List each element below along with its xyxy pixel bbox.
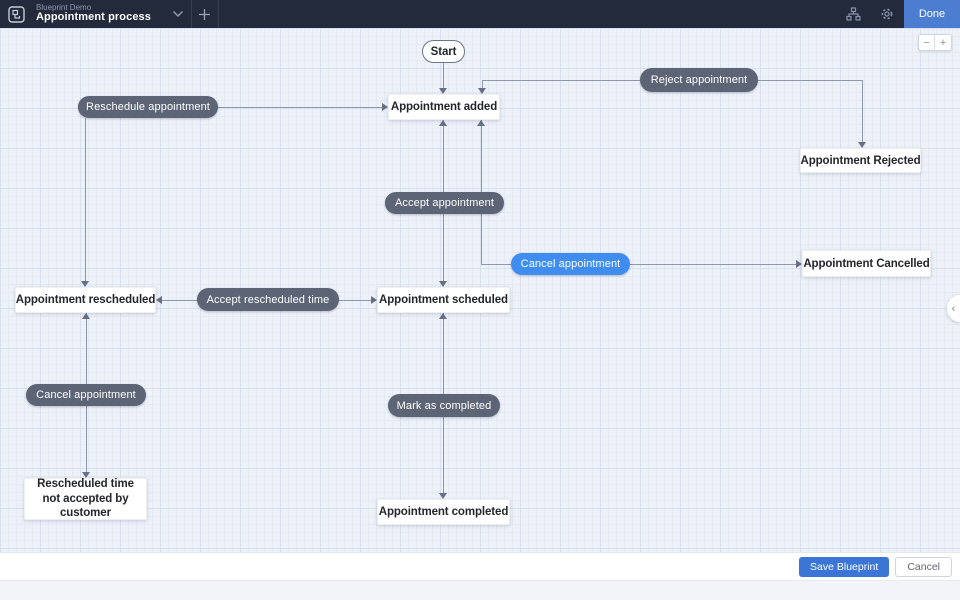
connector-line [482, 80, 640, 81]
topbar-divider [217, 0, 219, 28]
connector-line [758, 80, 862, 81]
transition-cancel-appointment[interactable]: Cancel appointment [511, 253, 630, 275]
connector-line [481, 264, 512, 265]
transition-mark-as-completed[interactable]: Mark as completed [388, 394, 500, 417]
transition-accept-appointment[interactable]: Accept appointment [385, 192, 504, 214]
panel-expand-toggle[interactable]: ‹ [947, 295, 960, 322]
arrowhead-right [796, 260, 802, 268]
add-blueprint-button[interactable] [192, 0, 218, 28]
connector-line [161, 300, 197, 301]
arrowhead-up [439, 313, 447, 319]
connector-line [482, 80, 483, 89]
transition-cancel-appointment-2[interactable]: Cancel appointment [26, 384, 146, 406]
arrowhead-up [82, 313, 90, 319]
arrowhead-down [858, 142, 866, 148]
connector-line [85, 118, 86, 282]
connector-line [862, 80, 863, 143]
state-appointment-added[interactable]: Appointment added [388, 94, 500, 120]
chevron-left-icon: ‹ [951, 302, 956, 315]
arrowhead-left [156, 296, 162, 304]
state-appointment-rejected[interactable]: Appointment Rejected [800, 148, 921, 173]
blueprint-subtitle: Blueprint Demo [36, 3, 92, 13]
page-title: Appointment process [36, 11, 151, 24]
arrowhead-down [439, 493, 447, 499]
connector-line [339, 300, 372, 301]
transition-accept-rescheduled-time[interactable]: Accept rescheduled time [197, 288, 339, 311]
arrowhead-up [439, 120, 447, 126]
gear-icon[interactable] [870, 0, 904, 28]
action-bar: Save Blueprint Cancel [0, 552, 960, 580]
arrowhead-up [477, 120, 485, 126]
arrowhead-down [478, 88, 486, 94]
cancel-button[interactable]: Cancel [895, 556, 952, 577]
chevron-down-icon[interactable] [165, 0, 191, 28]
zoom-controls: − + [918, 34, 952, 51]
state-start[interactable]: Start [422, 40, 465, 63]
arrowhead-down [439, 281, 447, 287]
state-appointment-cancelled[interactable]: Appointment Cancelled [802, 250, 931, 277]
arrowhead-right [382, 103, 388, 111]
top-bar: Blueprint Demo Appointment process [0, 0, 960, 28]
state-rescheduled-time-not-accepted[interactable]: Rescheduled time not accepted by custome… [24, 478, 147, 520]
arrowhead-down [82, 472, 90, 478]
footer-strip [0, 580, 960, 600]
save-blueprint-button[interactable]: Save Blueprint [799, 556, 890, 577]
topbar-divider [190, 0, 192, 28]
arrowhead-down [439, 88, 447, 94]
arrowhead-down [81, 281, 89, 287]
connector-line [630, 264, 797, 265]
zoom-in-button[interactable]: + [935, 35, 951, 50]
hierarchy-icon[interactable] [836, 0, 870, 28]
state-appointment-completed[interactable]: Appointment completed [377, 499, 510, 525]
zoom-out-button[interactable]: − [919, 35, 935, 50]
transition-reject-appointment[interactable]: Reject appointment [640, 68, 758, 92]
connector-line [218, 107, 384, 108]
arrowhead-right [371, 296, 377, 304]
state-appointment-rescheduled[interactable]: Appointment rescheduled [15, 287, 156, 313]
connector-line [443, 63, 444, 91]
state-appointment-scheduled[interactable]: Appointment scheduled [377, 287, 510, 313]
blueprint-title-block[interactable]: Blueprint Demo Appointment process [36, 3, 151, 24]
done-button[interactable]: Done [904, 0, 960, 28]
blueprint-logo-icon [8, 5, 25, 23]
transition-reschedule-appointment[interactable]: Reschedule appointment [78, 96, 218, 118]
